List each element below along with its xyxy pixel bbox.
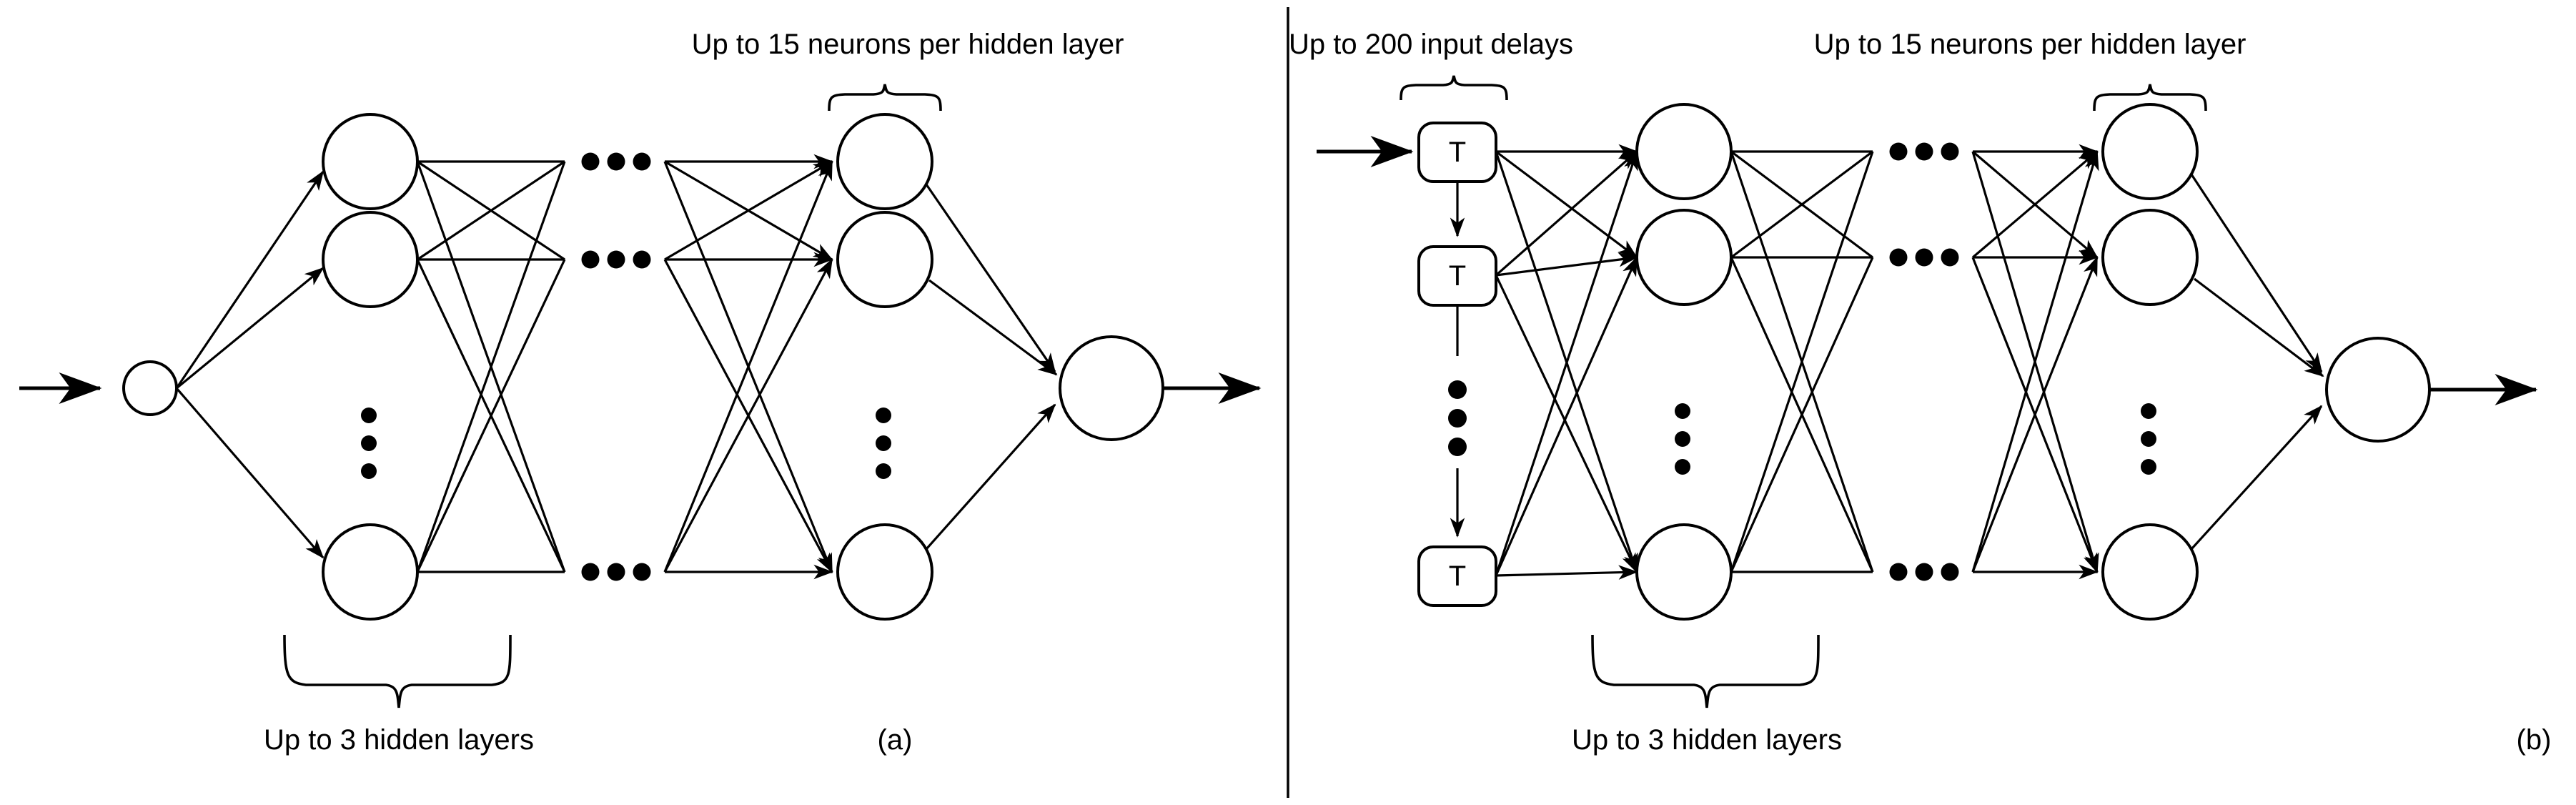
panel-b-h1-neuron-2 [1635, 209, 1733, 306]
panel-a-h2-vertical-ellipsis [876, 408, 891, 479]
panel-b-delay-brace [1400, 75, 1508, 101]
panel-a-h2-neuron-2 [836, 211, 933, 308]
panel-b-delay-to-hidden-links [1495, 144, 1638, 580]
panel-a-top-label: Up to 15 neurons per hidden layer [692, 29, 1124, 60]
panel-b-h2-neuron-3 [2101, 523, 2199, 621]
panel-b-delay-line: T T T [1417, 122, 1497, 607]
panel-b-delay-block-3: T [1417, 545, 1497, 607]
panel-a-input-node [122, 360, 178, 416]
panel-b-caption: (b) [2517, 724, 2552, 756]
panel-b-neurons-label: Up to 15 neurons per hidden layer [1814, 29, 2246, 60]
panel-a-layer-ellipsis-row-2 [581, 250, 651, 269]
panel-a-h1-neuron-1 [322, 113, 419, 210]
panel-b-h1-outgoing-links [1730, 150, 1874, 573]
panel-b-h2-incoming-links [1971, 144, 2099, 580]
panel-a-top-brace [828, 84, 942, 112]
panel-b-hidden-layer-2 [2101, 103, 2199, 621]
panel-a-h2-neuron-3 [836, 523, 933, 621]
panel-b-h2-neuron-1 [2101, 103, 2199, 200]
panel-b-h1-neuron-3 [1635, 523, 1733, 621]
panel-b-bottom-brace [1591, 634, 1820, 708]
panel-b-top-brace [2093, 84, 2207, 112]
panel-b-output-node [2325, 337, 2431, 443]
panel-b-h1-vertical-ellipsis [1675, 403, 1690, 475]
panel-a-h1-neuron-3 [322, 523, 419, 621]
panel-a-h2-incoming-links [663, 154, 833, 580]
panel-a-h1-vertical-ellipsis [361, 408, 377, 479]
panel-a-input-links [175, 170, 325, 559]
panel-b-layer-ellipsis-row-2 [1889, 248, 1959, 267]
panel-a-output-links [925, 184, 1058, 550]
panel-a-layer-ellipsis-row-1 [581, 152, 651, 171]
panel-b-h1-neuron-1 [1635, 103, 1733, 200]
panel-b-delay-block-1: T [1417, 122, 1497, 183]
panel-b-layer-ellipsis-row-1 [1889, 142, 1959, 161]
panel-a-h1-neuron-2 [322, 211, 419, 308]
panel-b-delays-label: Up to 200 input delays [1289, 29, 1573, 60]
panel-b-bottom-label: Up to 3 hidden layers [1572, 724, 1842, 756]
panel-a: Up to 15 neurons per hidden layer [19, 29, 1262, 756]
panel-a-hidden-layer-2 [836, 113, 933, 621]
panel-b-delay-block-2-label: T [1449, 260, 1466, 292]
panel-a-h1-outgoing-links [416, 160, 566, 573]
panel-b-h2-vertical-ellipsis [2141, 403, 2156, 475]
panel-b-delay-block-3-label: T [1449, 560, 1466, 592]
panel-a-h2-neuron-1 [836, 113, 933, 210]
panel-b-h2-neuron-2 [2101, 209, 2199, 306]
panel-b-output-links [2190, 174, 2324, 550]
panel-a-hidden-layer-1 [322, 113, 419, 621]
panel-a-layer-ellipsis-row-3 [581, 563, 651, 581]
panel-b-delay-block-2: T [1417, 245, 1497, 307]
panel-b-hidden-layer-1 [1635, 103, 1733, 621]
panel-a-output-node [1059, 335, 1164, 441]
panel-b-delay-block-1-label: T [1449, 137, 1466, 168]
panel-b: Up to 200 input delays Up to 15 neurons … [1289, 29, 2551, 756]
panel-b-layer-ellipsis-row-3 [1889, 563, 1959, 581]
panel-a-bottom-label: Up to 3 hidden layers [264, 724, 534, 756]
panel-a-bottom-brace [283, 634, 512, 708]
panel-a-caption: (a) [878, 724, 913, 756]
panel-b-delay-vertical-ellipsis [1448, 380, 1467, 456]
